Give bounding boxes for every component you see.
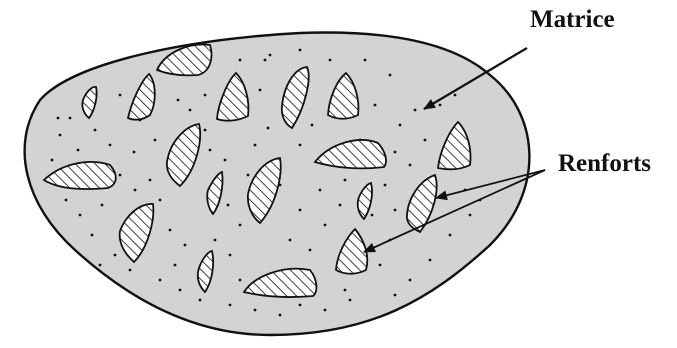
particle-dot xyxy=(204,129,207,132)
particle-dot xyxy=(129,269,132,272)
particle-dot xyxy=(133,151,136,154)
particle-dot xyxy=(394,209,397,212)
particle-dot xyxy=(189,109,192,112)
particle-dot xyxy=(394,294,397,297)
particle-dot xyxy=(239,279,242,282)
particle-dot xyxy=(254,144,257,147)
particle-dot xyxy=(109,144,112,147)
particle-dot xyxy=(267,127,270,130)
particle-dot xyxy=(299,144,302,147)
particle-dot xyxy=(299,304,302,307)
particle-dot xyxy=(65,199,68,202)
particle-dot xyxy=(254,309,257,312)
particle-dot xyxy=(229,254,232,257)
particle-dot xyxy=(199,299,202,302)
particle-dot xyxy=(214,239,217,242)
particle-dot xyxy=(329,59,332,62)
particle-dot xyxy=(399,124,402,127)
particle-dot xyxy=(349,299,352,302)
particle-dot xyxy=(289,239,292,242)
particle-dot xyxy=(134,189,137,192)
particle-dot xyxy=(311,124,314,127)
particle-dot xyxy=(449,234,452,237)
particle-dot xyxy=(91,234,94,237)
particle-dot xyxy=(324,309,327,312)
matrix-label: Matrice xyxy=(530,6,615,33)
particle-dot xyxy=(51,159,54,162)
particle-dot xyxy=(339,204,342,207)
particle-dot xyxy=(259,89,262,92)
particle-dot xyxy=(101,204,104,207)
particle-dot xyxy=(269,54,272,57)
particle-dot xyxy=(344,289,347,292)
particle-dot xyxy=(159,279,162,282)
particle-dot xyxy=(77,149,80,152)
particle-dot xyxy=(179,289,182,292)
particle-dot xyxy=(409,279,412,282)
reinforcements-label: Renforts xyxy=(558,150,651,177)
particle-dot xyxy=(177,99,180,102)
particle-dot xyxy=(384,184,387,187)
particle-dot xyxy=(454,94,457,97)
particle-dot xyxy=(204,94,207,97)
particle-dot xyxy=(279,314,282,317)
particle-dot xyxy=(424,139,427,142)
particle-dot xyxy=(94,129,97,132)
particle-dot xyxy=(374,104,377,107)
particle-dot xyxy=(389,74,392,77)
particle-dot xyxy=(239,59,242,62)
particle-dot xyxy=(227,204,230,207)
particle-dot xyxy=(119,174,122,177)
particle-dot xyxy=(169,229,172,232)
particle-dot xyxy=(224,159,227,162)
particle-dot xyxy=(324,224,327,227)
particle-dot xyxy=(209,149,212,152)
particle-dot xyxy=(69,117,72,120)
particle-dot xyxy=(429,259,432,262)
particle-dot xyxy=(149,179,152,182)
particle-dot xyxy=(414,109,417,112)
particle-dot xyxy=(409,164,412,167)
particle-dot xyxy=(79,214,82,217)
particle-dot xyxy=(299,209,302,212)
particle-dot xyxy=(264,59,267,62)
particle-dot xyxy=(299,49,302,52)
particle-dot xyxy=(154,139,157,142)
particle-dot xyxy=(344,179,347,182)
particle-dot xyxy=(469,214,472,217)
particle-dot xyxy=(184,244,187,247)
particle-dot xyxy=(364,59,367,62)
particle-dot xyxy=(394,151,397,154)
particle-dot xyxy=(57,117,60,120)
particle-dot xyxy=(114,254,117,257)
particle-dot xyxy=(239,224,242,227)
particle-dot xyxy=(309,249,312,252)
particle-dot xyxy=(319,189,322,192)
particle-dot xyxy=(247,174,250,177)
particle-dot xyxy=(59,134,62,137)
particle-dot xyxy=(159,199,162,202)
particle-dot xyxy=(439,104,442,107)
particle-dot xyxy=(229,304,232,307)
particle-dot xyxy=(99,264,102,267)
particle-dot xyxy=(174,264,177,267)
particle-dot xyxy=(119,94,122,97)
particle-dot xyxy=(379,264,382,267)
particle-dot xyxy=(371,214,374,217)
